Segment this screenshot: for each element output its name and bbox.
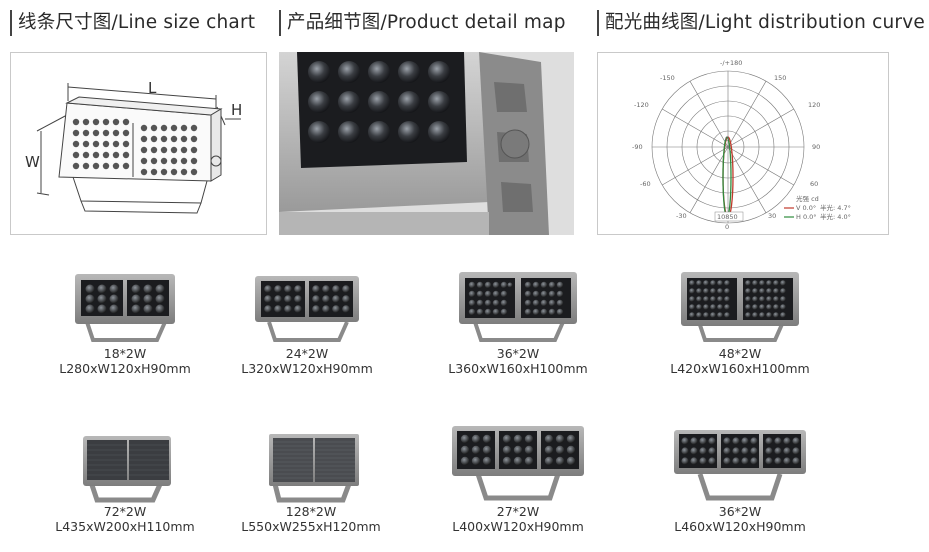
product-power: 128*2W [285, 504, 337, 519]
bracket-knob [500, 129, 530, 159]
angle-label: 150 [774, 74, 786, 82]
legend-v-half: 半光: 4.7° [820, 203, 851, 212]
product-dims: L400xW120xH90mm [452, 519, 584, 534]
angle-label: 120 [808, 101, 820, 109]
section-title-detail-map: 产品细节图/Product detail map [279, 10, 566, 36]
product-dims: L280xW120xH90mm [59, 361, 191, 376]
product-image [75, 274, 175, 342]
product-card: 48*2W L420xW160xH100mm [660, 270, 820, 376]
product-power: 27*2W [496, 504, 540, 519]
product-card: 24*2W L320xW120xH90mm [232, 270, 382, 376]
product-power: 48*2W [718, 346, 762, 361]
angle-label: -120 [634, 101, 649, 109]
product-power: 36*2W [718, 504, 762, 519]
product-image [255, 276, 359, 342]
product-card: 18*2W L280xW120xH90mm [50, 270, 200, 376]
scale-value: 10850 [717, 213, 738, 221]
product-image [269, 434, 359, 503]
product-power: 24*2W [285, 346, 329, 361]
dim-label-l: L [148, 79, 157, 97]
size-chart-drawing: L W H [25, 79, 242, 214]
angle-label: 0 [725, 223, 729, 231]
led-lens-grid [308, 61, 450, 143]
product-dims: L550xW255xH120mm [241, 519, 381, 534]
angle-label: -60 [640, 180, 651, 188]
angle-label: -30 [676, 212, 687, 220]
product-image [83, 436, 171, 503]
angle-label-top: -/+180 [720, 59, 742, 67]
product-card: 36*2W L460xW120xH90mm [660, 422, 820, 534]
product-card: 36*2W L360xW160xH100mm [438, 270, 598, 376]
product-dims: L460xW120xH90mm [674, 519, 806, 534]
product-card: 27*2W L400xW120xH90mm [438, 422, 598, 534]
product-image [452, 426, 584, 501]
angle-label: 0 [725, 135, 729, 143]
product-card: 72*2W L435xW200xH110mm [44, 428, 206, 534]
dim-label-h: H [231, 101, 242, 119]
section-title-size-chart: 线条尺寸图/Line size chart [10, 10, 255, 36]
angle-label: 60 [810, 180, 818, 188]
product-dims: L360xW160xH100mm [448, 361, 588, 376]
polar-plot: -/+180 -150 150 -120 120 -90 90 -60 60 -… [632, 59, 851, 231]
legend-h-half: 半光: 4.0° [820, 212, 851, 221]
legend-v: V 0.0° [796, 204, 816, 212]
product-image [459, 272, 577, 342]
dim-label-w: W [25, 153, 40, 171]
section-title-light-curve: 配光曲线图/Light distribution curve [597, 10, 925, 36]
product-card: 128*2W L550xW255xH120mm [232, 428, 390, 534]
product-dims: L420xW160xH100mm [670, 361, 810, 376]
legend-head: 光强 cd [796, 194, 819, 203]
product-power: 72*2W [103, 504, 147, 519]
light-distribution-panel: -/+180 -150 150 -120 120 -90 90 -60 60 -… [597, 52, 889, 235]
product-dims: L320xW120xH90mm [241, 361, 373, 376]
angle-label: 30 [768, 212, 776, 220]
size-chart-panel: L W H [10, 52, 267, 235]
product-dims: L435xW200xH110mm [55, 519, 195, 534]
angle-label: -90 [632, 143, 643, 151]
product-image [674, 430, 806, 501]
product-detail-photo [279, 52, 574, 235]
product-image [681, 272, 799, 342]
product-power: 36*2W [496, 346, 540, 361]
product-power: 18*2W [103, 346, 147, 361]
legend-h: H 0.0° [796, 213, 817, 221]
angle-label: 90 [812, 143, 820, 151]
angle-label: -150 [660, 74, 675, 82]
